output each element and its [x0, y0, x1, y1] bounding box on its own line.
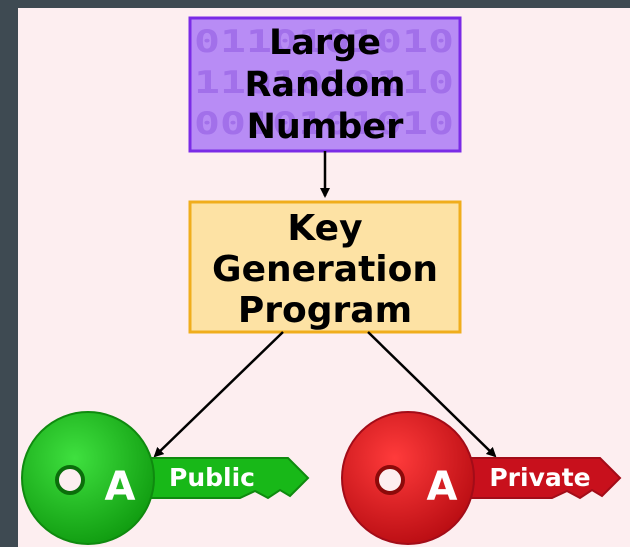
public-key-label: Public	[169, 463, 255, 492]
random-box-line-2: Random	[244, 65, 405, 105]
random-box-line-1: Large	[269, 23, 381, 63]
private-key-icon: A Private	[341, 411, 622, 545]
random-number-box: 0110101010 1101010110 0010101010 Large R…	[188, 16, 462, 153]
key-generation-box: Key Generation Program	[188, 200, 462, 334]
arrow-to-public-key	[153, 331, 284, 458]
binary-background: 0110101010 1101010110 0010101010	[194, 24, 454, 142]
keygen-box-line-3: Program	[238, 290, 412, 331]
binary-row-1: 0110101010	[194, 24, 454, 60]
public-key-letter: A	[105, 464, 136, 510]
random-box-line-3: Number	[247, 107, 404, 147]
private-key-label: Private	[489, 463, 590, 492]
keygen-box-line-2: Generation	[212, 249, 438, 290]
binary-row-3: 0010101010	[194, 106, 454, 142]
binary-row-2: 1101010110	[194, 65, 454, 101]
keygen-box-line-1: Key	[287, 208, 362, 249]
public-key-icon: A Public	[21, 411, 310, 545]
private-key-letter: A	[427, 464, 458, 510]
arrow-to-private-key	[367, 331, 497, 458]
